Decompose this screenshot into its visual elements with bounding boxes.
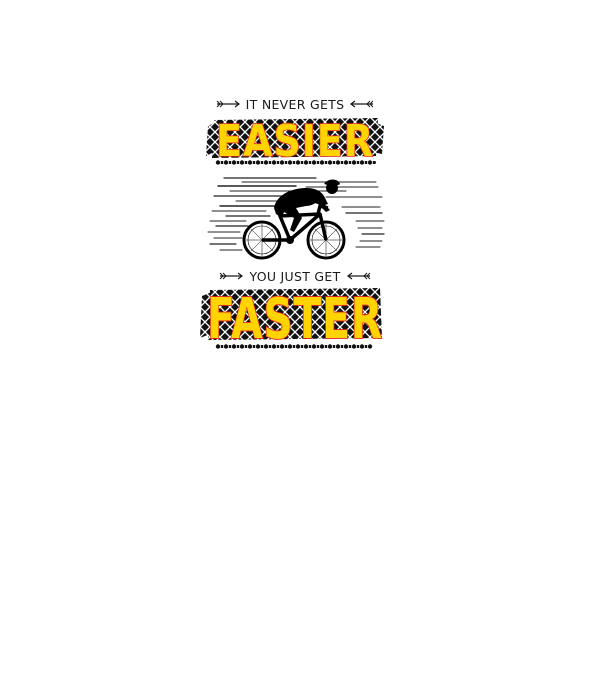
headline-word-2-art: FASTER — [200, 286, 383, 353]
bike-chain-icon — [214, 159, 376, 166]
arrow-left-icon — [216, 100, 240, 108]
headline-word-1: EASIER — [216, 116, 374, 167]
cyclist-icon — [207, 177, 385, 260]
headline-word-1-block: EASIER — [200, 112, 390, 170]
headline-line-2: YOU JUST GET — [249, 268, 341, 284]
tire-tread-icon — [200, 288, 382, 340]
poster-artwork: IT NEVER GETS EASIER — [200, 92, 390, 354]
speed-lines — [207, 177, 385, 251]
rider-silhouette — [274, 179, 340, 244]
bike-chain-icon — [214, 343, 373, 350]
headline-word-2: FASTER — [207, 287, 383, 352]
headline-word-2-block: FASTER — [200, 282, 390, 354]
headline-word-1-art: EASIER — [206, 115, 384, 168]
headline-top-row: IT NEVER GETS — [200, 94, 390, 114]
arrow-right-icon — [350, 100, 374, 108]
arrow-right-icon — [346, 272, 370, 280]
headline-line-1: IT NEVER GETS — [245, 96, 345, 112]
arrow-left-icon — [220, 272, 244, 280]
headline-bottom-row: YOU JUST GET — [200, 266, 390, 286]
tire-tread-icon — [206, 118, 384, 158]
